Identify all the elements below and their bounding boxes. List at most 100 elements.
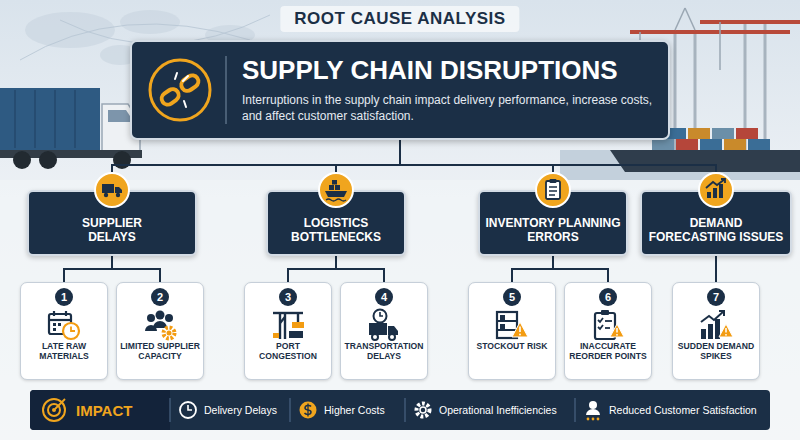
category-label: DEMAND FORECASTING ISSUES [646, 216, 786, 245]
calendar-clock-icon [58, 323, 61, 326]
callout-number: 5 [503, 288, 521, 306]
shelf-warning-icon [512, 322, 528, 337]
customer-icon [597, 418, 600, 421]
callout-number: 6 [599, 288, 617, 306]
shelf-warning-icon [497, 312, 528, 338]
team-gear-icon [164, 328, 175, 339]
ship-containers [736, 128, 758, 139]
clipboard-warning-icon [601, 310, 609, 315]
shelf-warning-icon [519, 334, 521, 336]
truck-clock-icon [389, 334, 395, 340]
truck-illustration [39, 151, 57, 169]
team-gear-icon [165, 314, 173, 322]
growth-chart-icon [706, 179, 725, 188]
team-gear-icon [145, 311, 173, 332]
shelf-warning-icon [497, 329, 517, 331]
tree-connector [112, 140, 400, 190]
shelf-warning-icon [500, 315, 505, 320]
customer-icon [587, 418, 600, 421]
clipboard-warning-icon [605, 327, 610, 329]
cause-card: 7SUDDEN DEMAND SPIKES [672, 282, 760, 380]
gear-icon [417, 404, 430, 417]
port-illustration [630, 30, 790, 34]
ship-containers [748, 139, 770, 150]
broken-chain-icon [175, 73, 177, 79]
truck-illustration [14, 90, 16, 148]
calendar-clock-icon [53, 323, 61, 331]
gear-icon [417, 404, 430, 417]
growth-chart-icon [721, 179, 725, 183]
impact-item: Higher Costs [290, 404, 405, 417]
truck-illustration [0, 88, 142, 169]
calendar-clock-icon [49, 311, 79, 339]
truck-clock-icon [388, 326, 398, 335]
coin-icon [300, 402, 317, 419]
tree-connector [64, 256, 112, 282]
truck-clock-icon [374, 310, 387, 323]
tree-connector [400, 140, 716, 190]
clipboard-warning-icon [616, 328, 618, 333]
broken-chain-icon [183, 76, 188, 81]
cause-card: 5STOCKOUT RISK [468, 282, 556, 380]
impact-item: Operational Inefficiencies [405, 404, 575, 417]
port-crane-icon [273, 312, 303, 314]
team-gear-icon [147, 314, 155, 322]
ship-containers [688, 128, 710, 139]
ground-wash [0, 180, 800, 440]
callout-number: 1 [55, 288, 73, 306]
cause-label: PORT CONGESTION [247, 342, 329, 362]
category-label: INVENTORY PLANNING ERRORS [484, 216, 622, 245]
impact-item: Reduced Customer Satisfaction [575, 404, 770, 417]
demand-spike-icon [708, 324, 713, 339]
port-crane-icon [273, 333, 279, 338]
calendar-clock-icon [53, 323, 56, 326]
band-dividers [169, 398, 170, 422]
impact-heading: IMPACT [30, 402, 170, 419]
growth-chart-icon [707, 192, 711, 198]
tree-connector [512, 256, 553, 282]
growth-chart-icon [713, 188, 717, 198]
demand-spike-icon [715, 319, 720, 339]
growth-chart-icon [699, 173, 733, 207]
ship-hull [610, 150, 800, 172]
port-crane-icon [292, 322, 304, 328]
truck-icon [104, 193, 108, 197]
clipboard-warning-icon [598, 318, 612, 329]
cause-card: 3PORT CONGESTION [244, 282, 332, 380]
callout-number: 7 [707, 288, 725, 306]
port-crane-icon [273, 312, 304, 339]
demand-spike-icon [701, 329, 706, 339]
demand-spike-icon [701, 311, 724, 322]
broken-chain-icon [159, 73, 200, 107]
broken-chain-icon [179, 73, 201, 93]
team-gear-icon [145, 311, 175, 339]
broken-chain-icon [159, 87, 181, 107]
band-dividers [289, 398, 290, 422]
calendar-clock-icon [49, 314, 71, 334]
ship-containers [652, 139, 674, 150]
broken-chain-icon [175, 73, 188, 107]
cause-card: 4TRANSPORTATION DELAYS [340, 282, 428, 380]
callout-number: 2 [151, 288, 169, 306]
team-gear-icon [156, 311, 165, 320]
port-crane-icon [297, 313, 299, 322]
clipboard-warning-icon [595, 310, 624, 339]
port-illustration [764, 20, 767, 150]
customer-icon [586, 401, 600, 420]
ship-icon [319, 173, 353, 207]
truck-illustration [15, 90, 75, 148]
truck-illustration [34, 90, 36, 148]
port-illustration [675, 8, 685, 30]
clipboard-icon [549, 194, 555, 196]
port-illustration [630, 22, 800, 32]
impact-band: IMPACTDelivery DelaysHigher CostsOperati… [30, 390, 770, 430]
truck-clock-icon [369, 323, 387, 335]
truck-icon [115, 187, 122, 193]
team-gear-icon [145, 325, 157, 331]
tree-connector [288, 256, 336, 282]
port-illustration [675, 20, 765, 150]
clipboard-warning-icon [610, 324, 624, 337]
shelf-warning-icon [519, 327, 521, 333]
shelf-warning-icon [497, 312, 517, 338]
clipboard-warning-icon [598, 318, 603, 322]
